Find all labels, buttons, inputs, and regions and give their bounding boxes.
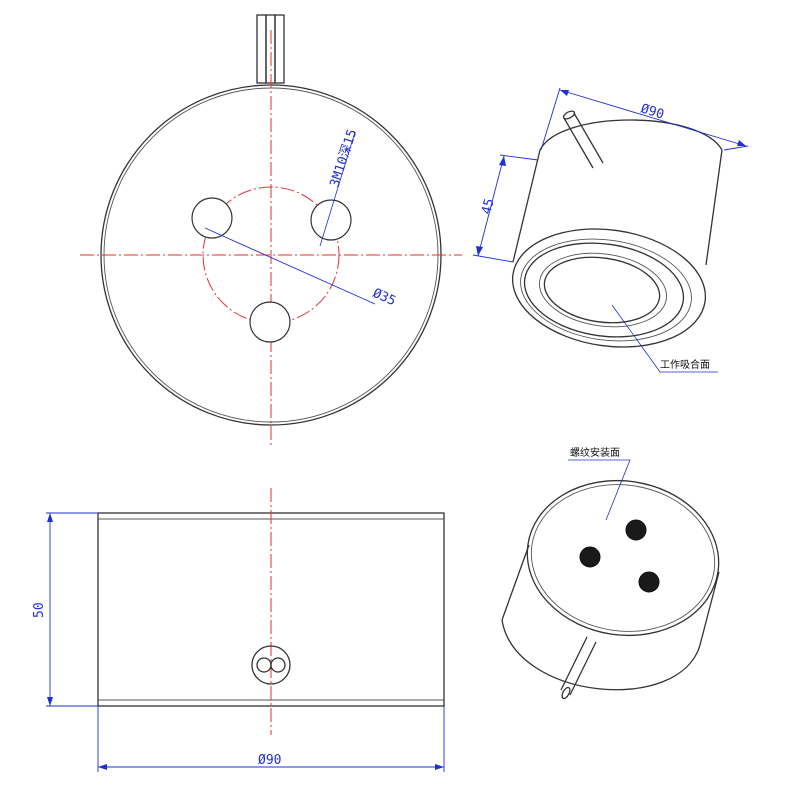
iso-diameter-dimension [540,87,749,151]
iso-thread-hole-2 [579,546,601,568]
iso-thread-hole-1 [625,519,647,541]
working-face-leader [611,304,718,373]
side-view-width-text: Ø90 [258,753,281,768]
thread-hole-top-right [310,199,352,241]
iso-front-face-inner [543,256,661,324]
iso-thread-face-ellipse [526,479,720,637]
iso-view-working-face: Ø90 45 工作吸合面 [472,87,749,373]
iso-view-thread-face: 螺纹安装面 [501,446,720,700]
side-view-cable-exit [251,645,291,685]
iso-top-lead-wire [562,110,604,169]
thread-face-leader [568,459,631,521]
side-view-height-text: 50 [32,602,47,618]
iso-bottom-lead-wire [560,636,597,700]
iso-front-face-outer [511,228,707,348]
top-view: Ø35 3M10深15 [80,14,462,445]
iso-thread-hole-3 [638,571,660,593]
bolt-circle-dimension-text: Ø35 [370,286,398,309]
iso-diameter-text: Ø90 [639,101,666,122]
thread-hole-top-left [191,197,233,239]
thread-face-label: 螺纹安装面 [570,446,620,459]
thread-note-leader [319,131,356,247]
side-view-width-dimension [97,706,445,772]
iso-height-dimension [472,154,539,263]
iso-height-text: 45 [479,197,497,216]
thread-note-text: 3M10深15 [328,128,361,190]
working-face-label: 工作吸合面 [660,358,710,371]
side-view: 50 Ø90 [32,488,445,772]
thread-hole-bottom [249,301,291,343]
bolt-circle-dimension-line [204,227,376,305]
side-view-height-dimension [46,512,98,707]
